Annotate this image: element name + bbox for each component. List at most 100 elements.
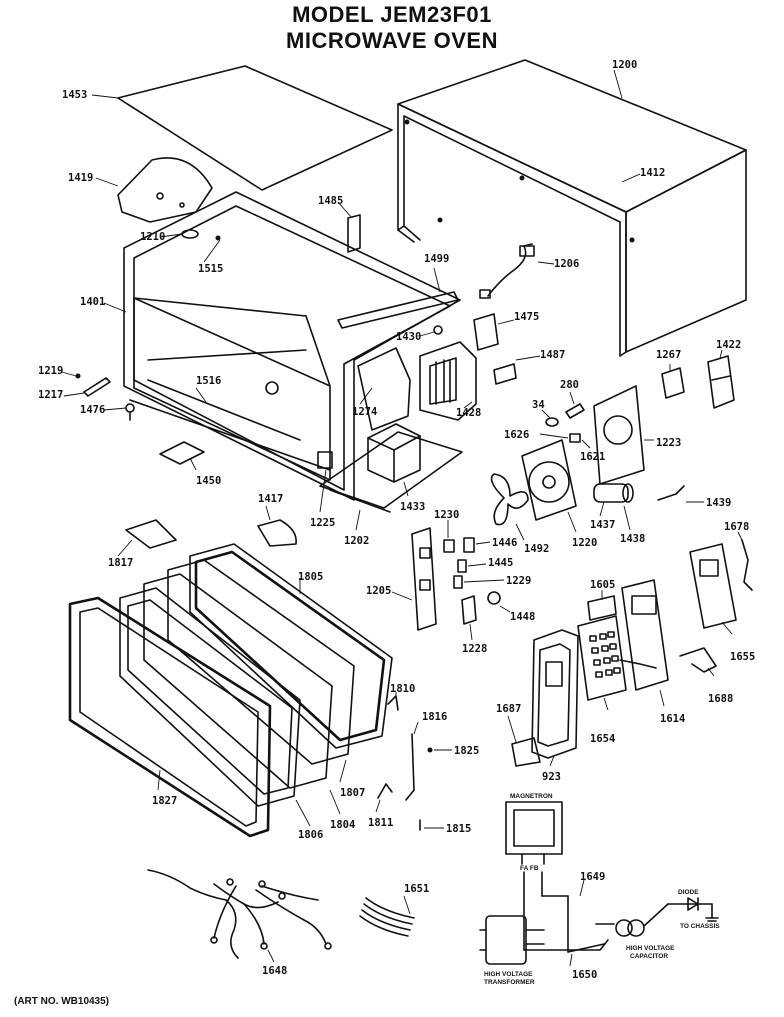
part-1230 <box>443 520 455 553</box>
part-1516 <box>195 387 207 403</box>
callout-1516: 1516 <box>196 375 221 387</box>
part-1417 <box>257 505 297 547</box>
callout-1651: 1651 <box>404 883 429 895</box>
part-oven-cavity <box>103 191 461 501</box>
part-1811 <box>375 783 393 813</box>
part-1228 <box>461 595 477 641</box>
label-magnetron: MAGNETRON <box>510 793 553 800</box>
part-interlock-bracket <box>391 527 437 631</box>
callout-1205: 1205 <box>366 585 391 597</box>
diagram-title: MODEL JEM23F01 <box>292 2 492 27</box>
part-fan-blade <box>490 473 529 541</box>
callout-1621: 1621 <box>580 451 605 463</box>
callout-1805: 1805 <box>298 571 323 583</box>
callout-1654: 1654 <box>590 733 615 745</box>
part-1655-board <box>689 543 737 635</box>
callout-1649: 1649 <box>580 871 605 883</box>
callout-1206: 1206 <box>554 258 579 270</box>
label-hv-transformer-1: HIGH VOLTAGE <box>484 971 533 978</box>
callout-1688: 1688 <box>708 693 733 705</box>
part-stirrer-cover <box>95 157 213 223</box>
part-control-board <box>619 579 669 707</box>
callout-1228: 1228 <box>462 643 487 655</box>
part-wire-harness <box>147 869 332 963</box>
part-control-panel-frame <box>531 629 579 767</box>
label-fa-fb: FA FB <box>520 865 539 872</box>
art-number: (ART NO. WB10435) <box>14 996 109 1007</box>
part-1688 <box>679 647 717 677</box>
callout-1267: 1267 <box>656 349 681 361</box>
part-transformer <box>367 423 421 497</box>
callout-1499: 1499 <box>424 253 449 265</box>
label-hv-capacitor-1: HIGH VOLTAGE <box>626 945 675 952</box>
callout-1438: 1438 <box>620 533 645 545</box>
part-1621 <box>581 439 591 449</box>
part-1267 <box>661 364 685 399</box>
part-keypad <box>577 615 627 711</box>
callout-1487: 1487 <box>540 349 565 361</box>
callout-1200: 1200 <box>612 59 637 71</box>
callout-1217: 1217 <box>38 389 63 401</box>
callout-1229: 1229 <box>506 575 531 587</box>
callout-1807: 1807 <box>340 787 365 799</box>
callout-1448: 1448 <box>510 611 535 623</box>
part-1448 <box>487 591 511 613</box>
callout-1485: 1485 <box>318 195 343 207</box>
callout-1815: 1815 <box>446 823 471 835</box>
part-1487 <box>493 355 541 385</box>
part-diode <box>657 485 704 503</box>
callout-labels: 1453 1200 1419 1412 1485 1210 1515 1499 … <box>38 59 755 981</box>
callout-1827: 1827 <box>152 795 177 807</box>
part-1476 <box>103 403 135 421</box>
callout-1687: 1687 <box>496 703 521 715</box>
label-diode: DIODE <box>678 889 699 896</box>
callout-1433: 1433 <box>400 501 425 513</box>
part-1225 <box>317 451 333 513</box>
part-outer-cabinet <box>397 59 747 357</box>
part-1499 <box>337 267 459 329</box>
callout-1422: 1422 <box>716 339 741 351</box>
callout-1605: 1605 <box>590 579 615 591</box>
part-switch-bracket <box>593 385 654 485</box>
callout-1220: 1220 <box>572 537 597 549</box>
part-top-sheet <box>91 65 393 191</box>
part-1485 <box>337 201 361 253</box>
callout-1412: 1412 <box>640 167 665 179</box>
callout-1417: 1417 <box>258 493 283 505</box>
callout-1430: 1430 <box>396 331 421 343</box>
part-1219 <box>61 371 81 379</box>
callout-1437: 1437 <box>590 519 615 531</box>
callout-1806: 1806 <box>298 829 323 841</box>
callout-1223: 1223 <box>656 437 681 449</box>
part-1816 <box>405 721 419 801</box>
callout-1274: 1274 <box>352 406 377 418</box>
callout-1655: 1655 <box>730 651 755 663</box>
callout-1626: 1626 <box>504 429 529 441</box>
callout-1453: 1453 <box>62 89 87 101</box>
part-1430 <box>419 325 443 337</box>
part-1687 <box>507 715 541 767</box>
callout-1225: 1225 <box>310 517 335 529</box>
part-1210 <box>159 229 199 239</box>
part-1475 <box>473 313 515 351</box>
callout-1439: 1439 <box>706 497 731 509</box>
part-fan-shroud <box>521 439 577 533</box>
callout-1678: 1678 <box>724 521 749 533</box>
part-1274-bracket <box>357 347 411 431</box>
part-1515 <box>203 239 221 263</box>
schematic-labels: MAGNETRON FA FB DIODE TO CHASSIS HIGH VO… <box>484 793 720 986</box>
part-1217 <box>63 377 111 397</box>
callout-1804: 1804 <box>330 819 355 831</box>
callout-1450: 1450 <box>196 475 221 487</box>
callout-923: 923 <box>542 771 561 783</box>
part-1445 <box>457 559 487 573</box>
part-1825 <box>427 747 452 753</box>
part-1678 <box>737 531 753 591</box>
part-1626 <box>539 433 581 443</box>
part-34 <box>541 409 559 427</box>
callout-1446: 1446 <box>492 537 517 549</box>
callout-1445: 1445 <box>488 557 513 569</box>
callout-1614: 1614 <box>660 713 685 725</box>
